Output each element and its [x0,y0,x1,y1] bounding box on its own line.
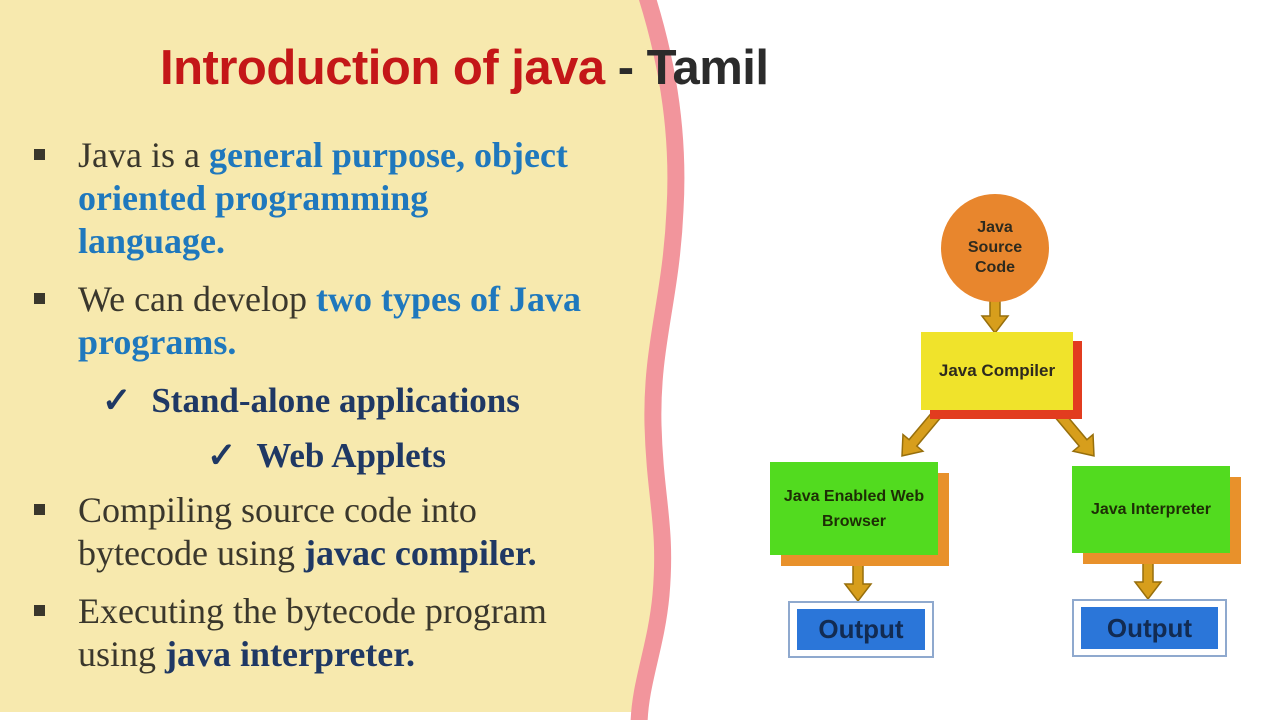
bullet-text-segment: Compiling source code into [78,490,477,530]
checkmark-icon: ✓ [102,381,132,420]
check-item: ✓ Stand-alone applications [102,379,672,422]
bullet-text-segment: language. [78,221,226,261]
output-inner-box: Output [797,609,925,650]
title-main: Introduction of java [160,41,605,95]
bullet-square-marker [34,149,45,160]
arrow-down-icon [843,558,873,603]
bullet-line: Java is a general purpose, object [78,134,568,177]
checkmark-icon: ✓ [207,436,237,475]
bullet-text-segment: javac compiler. [303,533,537,573]
node-output-left: Output [788,601,934,658]
cream-panel [0,0,676,712]
node-java-compiler: Java Compiler [921,332,1073,410]
node-label: Output [818,614,904,644]
check-label: Web Applets [256,436,446,475]
bullet-square-marker [34,605,45,616]
bullet-text-segment: We can develop [78,279,316,319]
arrow-down-icon [1133,560,1163,601]
bullet-line: language. [78,220,568,263]
node-java-enabled-web-browser: Java Enabled Web Browser [770,462,938,555]
bullet-text-segment: using [78,634,166,674]
node-label: Java Enabled Web Browser [783,487,925,530]
page-title: Introduction of java - Tamil [160,40,769,96]
bullet-line: oriented programming [78,177,568,220]
bullet-line: Compiling source code into [78,489,537,532]
node-java-interpreter: Java Interpreter [1072,466,1230,553]
arrow-down-right-icon [1053,408,1095,457]
arrow-down-icon [980,299,1010,335]
bullet-text-segment: programs. [78,322,237,362]
pink-wave-divider [630,0,685,720]
title-suffix: - Tamil [604,41,769,95]
node-java-source-code: Java Source Code [941,194,1049,302]
bullet-text-segment: oriented programming [78,178,429,218]
arrow-down-left-icon [901,408,943,457]
node-label: Java Compiler [938,361,1056,380]
check-label: Stand-alone applications [151,381,520,420]
bullet-line: We can develop two types of Java [78,278,581,321]
node-label: Java Interpreter [1090,500,1212,518]
bullet-line: programs. [78,321,581,364]
bullet-text-segment: Java is a [78,135,209,175]
check-item: ✓ Web Applets [207,434,672,477]
bullet-text-segment: two types of Java [316,279,581,319]
bullet-text-segment: bytecode using [78,533,304,573]
bullet-line: bytecode using javac compiler. [78,532,537,575]
bullet-text-segment: java interpreter. [165,634,415,674]
output-inner-box: Output [1081,607,1218,649]
bullet-text-segment: general purpose, object [208,135,568,175]
node-label: Java Source Code [967,219,1023,276]
bullet-line: using java interpreter. [78,633,547,676]
node-label: Output [1106,612,1193,643]
bullet-square-marker [34,293,45,304]
bullet-square-marker [34,504,45,515]
bullet-text-segment: Executing the bytecode program [78,591,547,631]
node-output-right: Output [1072,599,1227,657]
bullet-line: Executing the bytecode program [78,590,547,633]
